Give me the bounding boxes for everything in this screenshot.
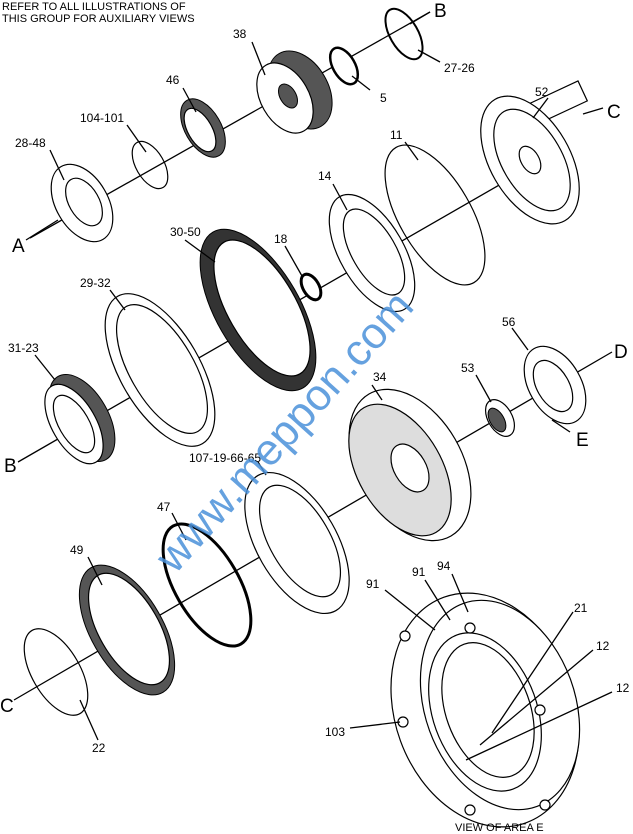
detail-label-94: 94 bbox=[437, 559, 451, 573]
part-107-19-66-65-piston bbox=[244, 471, 350, 615]
label-29-32: 29-32 bbox=[80, 276, 111, 290]
part-104-101-o-ring bbox=[131, 140, 169, 190]
label-47: 47 bbox=[157, 500, 171, 514]
axis-label-c-left: C bbox=[0, 696, 14, 717]
axis-label-b-left: B bbox=[4, 456, 17, 477]
label-107-19-66-65: 107-19-66-65 bbox=[189, 451, 261, 465]
detail-label-12-b: 12 bbox=[616, 681, 630, 695]
part-18-washer bbox=[299, 272, 323, 302]
part-52-carrier-shaft bbox=[480, 80, 589, 225]
label-53: 53 bbox=[461, 361, 475, 375]
part-28-48-bearing-cage bbox=[50, 163, 114, 243]
header-note-line-1: REFER TO ALL ILLUSTRATIONS OF bbox=[2, 1, 186, 13]
detail-label-12-a: 12 bbox=[596, 639, 610, 653]
axis-label-d: D bbox=[614, 342, 628, 363]
label-30-50: 30-50 bbox=[170, 225, 201, 239]
part-31-23-hub bbox=[44, 373, 116, 465]
label-56: 56 bbox=[502, 315, 516, 329]
part-11-ring bbox=[384, 144, 486, 286]
part-30-50-friction-disc bbox=[199, 228, 317, 392]
label-18: 18 bbox=[274, 232, 288, 246]
part-27-26-ring bbox=[384, 7, 424, 61]
label-22: 22 bbox=[92, 741, 106, 755]
label-27-26: 27-26 bbox=[444, 61, 475, 75]
label-34: 34 bbox=[373, 370, 387, 384]
part-53-bearing bbox=[484, 399, 516, 437]
part-5-ring bbox=[328, 46, 360, 86]
part-56-housing bbox=[523, 345, 587, 425]
label-104-101: 104-101 bbox=[80, 111, 124, 125]
part-47-ring bbox=[161, 522, 253, 648]
label-38: 38 bbox=[233, 27, 247, 41]
label-5: 5 bbox=[380, 91, 387, 105]
label-11: 11 bbox=[390, 128, 403, 142]
leader-lines bbox=[25, 11, 613, 761]
label-14: 14 bbox=[318, 169, 332, 183]
part-38-gear bbox=[256, 50, 333, 134]
label-49: 49 bbox=[70, 543, 84, 557]
part-34-ring-gear bbox=[348, 388, 472, 542]
header-note-line-2: THIS GROUP FOR AUXILIARY VIEWS bbox=[2, 13, 195, 25]
axis-label-c-right: C bbox=[607, 102, 621, 123]
part-49-plate bbox=[78, 564, 176, 696]
detail-label-103: 103 bbox=[325, 725, 345, 739]
detail-view-area-e bbox=[390, 592, 581, 828]
label-52: 52 bbox=[535, 85, 549, 99]
part-29-32-plate bbox=[104, 293, 216, 447]
detail-label-91-b: 91 bbox=[412, 565, 426, 579]
label-46: 46 bbox=[166, 73, 180, 87]
detail-label-21: 21 bbox=[574, 601, 588, 615]
label-31-23: 31-23 bbox=[8, 341, 39, 355]
detail-view-title: VIEW OF AREA E bbox=[455, 822, 544, 834]
axis-label-a: A bbox=[12, 236, 25, 257]
part-46-ring bbox=[180, 98, 226, 158]
axis-label-b-top: B bbox=[434, 1, 447, 22]
axis-label-e: E bbox=[576, 430, 589, 451]
detail-label-91-a: 91 bbox=[366, 577, 380, 591]
label-28-48: 28-48 bbox=[15, 136, 46, 150]
part-22-snap-ring bbox=[23, 628, 89, 716]
